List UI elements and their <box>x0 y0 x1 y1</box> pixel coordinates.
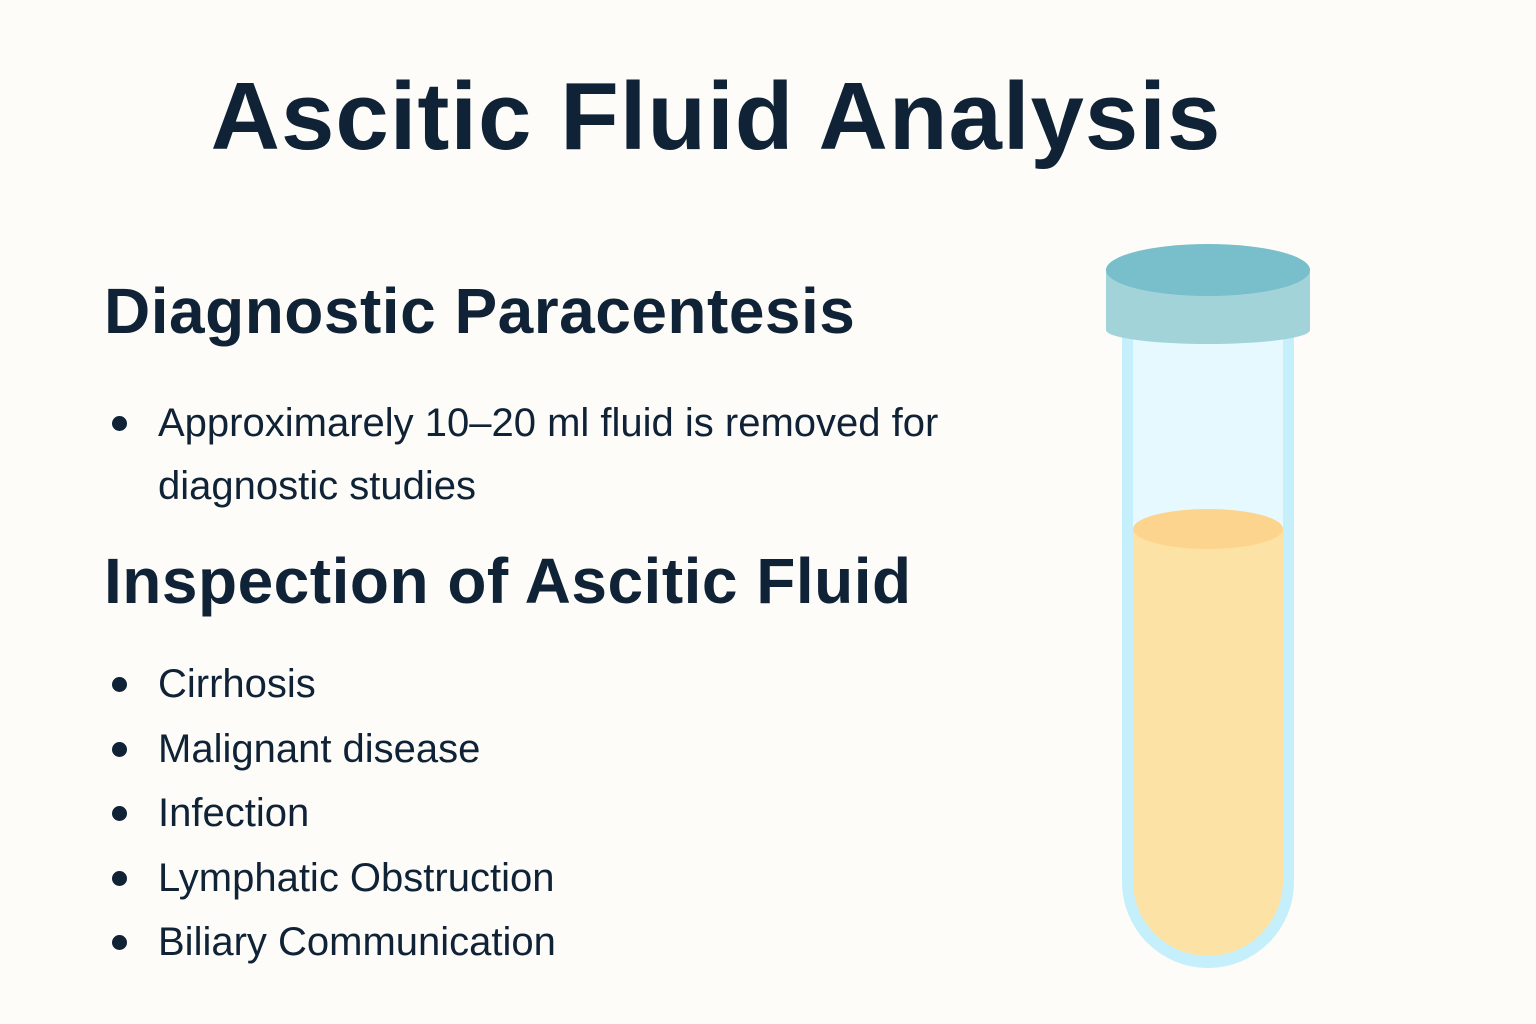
test-tube-cap-top <box>1106 244 1310 296</box>
page-title: Ascitic Fluid Analysis <box>210 63 1222 170</box>
list-item-text: Malignant disease <box>158 726 481 771</box>
test-tube-illustration <box>1100 240 1320 980</box>
list-item-text: Lymphatic Obstruction <box>158 855 555 900</box>
diagnostic-paracentesis-list: Approximarely 10–20 ml fluid is removed … <box>104 392 984 518</box>
list-item: Lymphatic Obstruction <box>104 846 556 911</box>
list-item-text: Cirrhosis <box>158 662 316 706</box>
section-heading-inspection: Inspection of Ascitic Fluid <box>104 545 912 617</box>
list-item-text: Biliary Communication <box>158 920 556 964</box>
list-item: Approximarely 10–20 ml fluid is removed … <box>104 392 984 518</box>
section-heading-diagnostic-paracentesis: Diagnostic Paracentesis <box>104 275 856 347</box>
bullet-icon <box>112 935 127 950</box>
list-item: Biliary Communication <box>104 910 556 975</box>
list-item-text: Approximarely 10–20 ml fluid is removed … <box>158 401 939 508</box>
list-item: Malignant disease <box>104 717 556 782</box>
list-item: Infection <box>104 781 556 846</box>
ascitic-fluid <box>1133 528 1283 956</box>
fluid-surface <box>1133 509 1283 549</box>
list-item-text: Infection <box>158 791 310 835</box>
bullet-icon <box>112 416 127 431</box>
bullet-icon <box>112 870 127 886</box>
bullet-icon <box>112 806 127 821</box>
inspection-list: Cirrhosis Malignant disease Infection Ly… <box>104 652 556 975</box>
list-item: Cirrhosis <box>104 652 556 717</box>
bullet-icon <box>112 741 127 757</box>
bullet-icon <box>112 677 127 692</box>
